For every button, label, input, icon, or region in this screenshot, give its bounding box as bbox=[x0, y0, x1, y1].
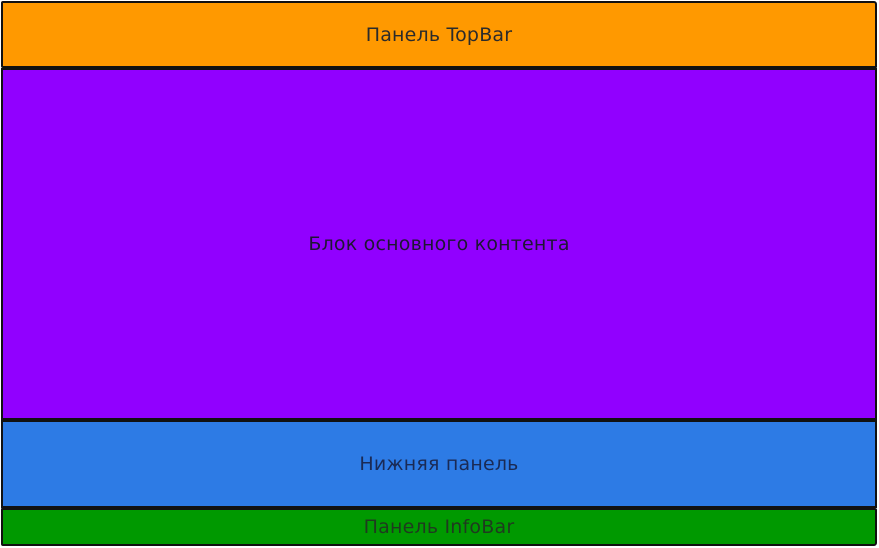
topbar-panel-label: Панель TopBar bbox=[365, 23, 513, 46]
main-content-label: Блок основного контента bbox=[308, 233, 570, 255]
topbar-panel: Панель TopBar bbox=[1, 1, 877, 68]
bottom-panel-label: Нижняя панель bbox=[359, 453, 519, 475]
infobar-panel: Панель InfoBar bbox=[1, 508, 877, 546]
main-content-block: Блок основного контента bbox=[1, 68, 877, 420]
bottom-panel: Нижняя панель bbox=[1, 420, 877, 508]
infobar-panel-label: Панель InfoBar bbox=[363, 516, 515, 538]
